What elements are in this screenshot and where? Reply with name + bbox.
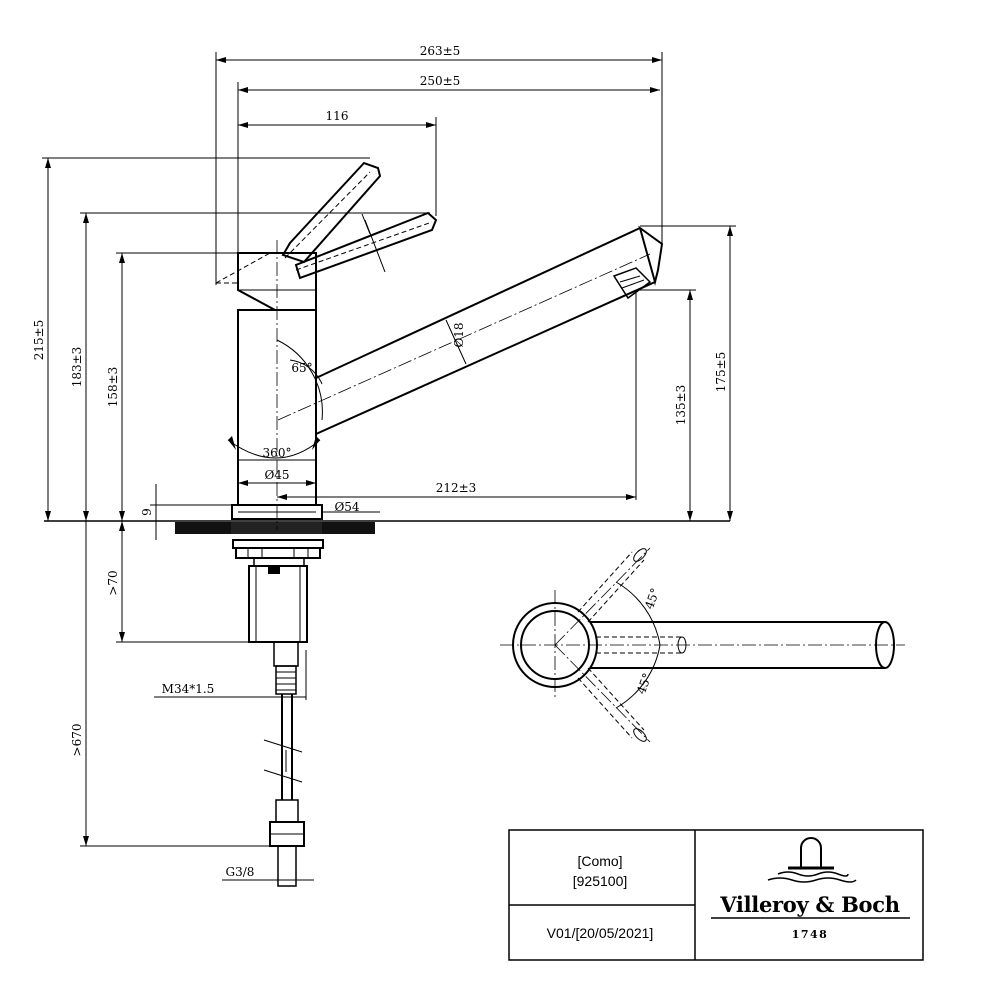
dim-body-diameter: Ø45: [264, 468, 289, 482]
dim-spout-height: 175±5: [714, 352, 728, 393]
rotation-arc: [227, 439, 321, 459]
dim-hose-length: >670: [70, 724, 84, 757]
brand-logo: [711, 837, 910, 919]
product-name: [Como]: [577, 853, 622, 869]
dim-outlet-reach: 212±3: [436, 481, 477, 495]
dim-total-height: 215±5: [32, 320, 46, 361]
dim-body-height: 158±3: [106, 367, 120, 408]
hose: [263, 694, 305, 887]
dim-swivel-angle: 65°: [291, 361, 312, 375]
dim-overall-length: 263±5: [420, 44, 461, 58]
dim-handle-height: 183±3: [70, 347, 84, 388]
dim-min-clearance: >70: [106, 570, 120, 595]
dim-handle-length: 116: [326, 109, 349, 123]
dim-lever-angle-top: 45°: [642, 586, 662, 611]
mounting-assembly: [232, 539, 324, 695]
spout: [277, 225, 664, 435]
title-block: [508, 829, 924, 961]
faucet-body: [215, 240, 323, 530]
arrowheads: [45, 57, 733, 846]
version-date: V01/[20/05/2021]: [547, 925, 654, 941]
article-number: [925100]: [573, 873, 628, 889]
dim-rotation: 360°: [263, 446, 292, 460]
dim-base-diameter: Ø54: [334, 500, 359, 514]
brand-year: 1748: [792, 928, 829, 941]
dim-outlet-height: 135±3: [674, 385, 688, 426]
dim-connection: G3/8: [226, 865, 255, 879]
countertop-section: [175, 522, 375, 534]
dim-base-thickness: 9: [140, 508, 154, 516]
dim-thread: M34*1.5: [162, 682, 215, 696]
brand-name: Villeroy & Boch: [719, 892, 899, 917]
dim-spout-length: 250±5: [420, 74, 461, 88]
dim-lever-angle-bottom: 45°: [634, 671, 654, 696]
dimension-lines: [42, 52, 736, 885]
dim-spout-diameter: Ø18: [452, 322, 466, 347]
lever-handle: [281, 161, 438, 280]
top-view: [500, 547, 905, 743]
